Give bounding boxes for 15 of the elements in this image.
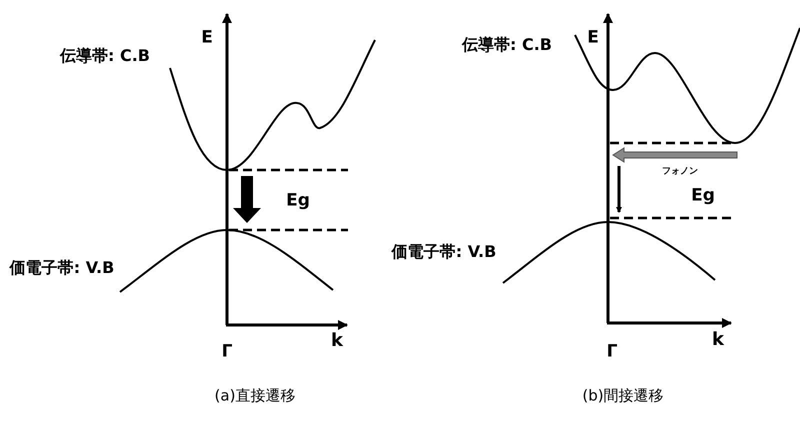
band-label: 伝導帯: C.B: [60, 48, 150, 64]
axis-label: Γ: [222, 344, 232, 360]
axis-label: E: [587, 30, 599, 46]
axis-label: Γ: [606, 344, 618, 360]
phonon-label: フォノン: [662, 168, 698, 176]
panel-caption: (a)直接遷移: [214, 388, 296, 404]
band-label: 伝導帯: C.B: [462, 37, 552, 53]
axis-label: E: [201, 30, 213, 46]
band-label: 価電子帯: V.B: [392, 244, 496, 260]
energy-gap-label: Eg: [286, 192, 310, 210]
axis-label: k: [331, 332, 343, 350]
panel-caption: (b)間接遷移: [582, 388, 664, 404]
axis-label: k: [712, 331, 724, 349]
band-label: 価電子帯: V.B: [10, 260, 114, 276]
energy-gap-label: Eg: [691, 188, 715, 204]
